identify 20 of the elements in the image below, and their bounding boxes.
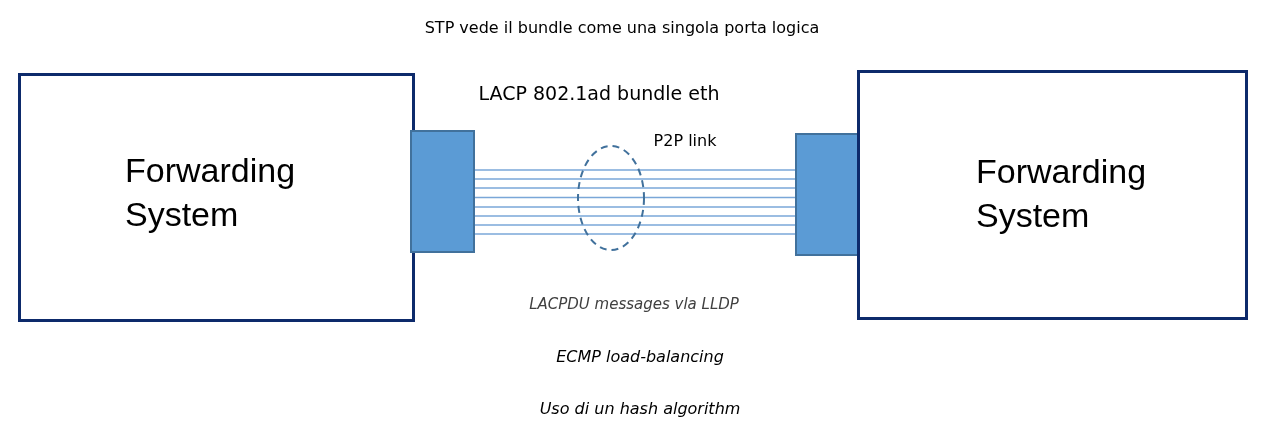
- link-line: [474, 196, 796, 199]
- link-line: [474, 178, 796, 180]
- link-line: [474, 224, 796, 226]
- link-label: P2P link: [653, 131, 717, 150]
- link-line: [474, 169, 796, 171]
- note-text: ECMP load-balancing: [556, 347, 724, 366]
- note-text: Uso di un hash algorithm: [539, 399, 741, 418]
- link-line: [474, 187, 796, 189]
- system-label: Forwarding System: [976, 151, 1148, 236]
- bundle-label: LACP 802.1ad bundle eth: [478, 82, 720, 104]
- link-line: [474, 215, 796, 217]
- system-box: [18, 73, 415, 322]
- system-box: [857, 70, 1248, 320]
- title: STP vede il bundle come una singola porta logica: [424, 18, 820, 37]
- system-label: Forwarding System: [125, 150, 297, 235]
- port-block: [795, 133, 859, 256]
- note-text: LACPDU messages vla LLDP: [529, 295, 739, 313]
- link-line: [474, 206, 796, 208]
- port-block: [410, 130, 475, 253]
- link-line: [474, 233, 796, 235]
